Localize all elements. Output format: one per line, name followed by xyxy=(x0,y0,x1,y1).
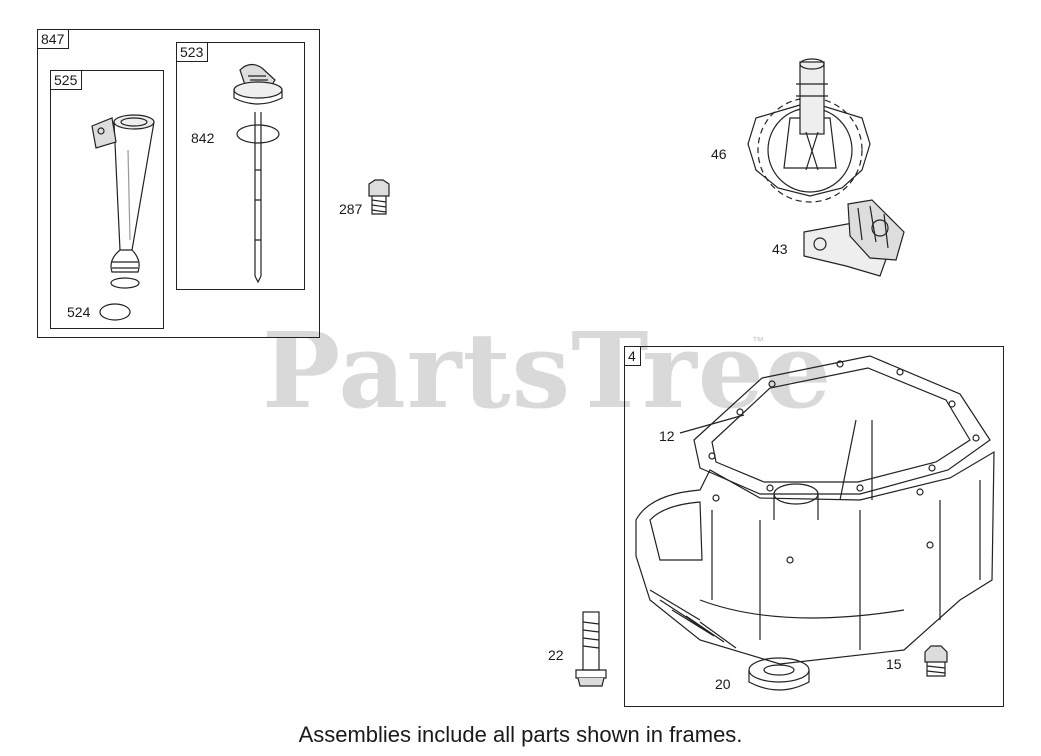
governor-assembly-part[interactable] xyxy=(803,199,905,277)
assembly-frame-525[interactable]: 525 xyxy=(50,70,164,329)
callout-524[interactable]: 524 xyxy=(67,304,91,320)
callout-46[interactable]: 46 xyxy=(711,146,727,162)
dipstick-tube-part[interactable] xyxy=(91,114,155,289)
callout-842[interactable]: 842 xyxy=(191,130,215,146)
assembly-frame-847[interactable]: 847 xyxy=(37,29,320,338)
oil-seal-20-part[interactable] xyxy=(748,657,810,691)
sump-cover-part[interactable] xyxy=(635,419,995,665)
bolt-287-part[interactable] xyxy=(368,179,390,215)
callout-22[interactable]: 22 xyxy=(548,647,564,663)
frame-label-4: 4 xyxy=(624,346,641,366)
leader-line-12 xyxy=(679,414,745,434)
gasket-12-part[interactable] xyxy=(693,355,991,495)
o-ring-842-part[interactable] xyxy=(236,124,280,144)
callout-12[interactable]: 12 xyxy=(659,428,675,444)
dipstick-cap-part[interactable] xyxy=(233,63,283,105)
assembly-frame-4[interactable]: 4 xyxy=(624,346,1004,707)
callout-15[interactable]: 15 xyxy=(886,656,902,672)
assembly-frame-523[interactable]: 523 xyxy=(176,42,305,290)
callout-20[interactable]: 20 xyxy=(715,676,731,692)
callout-43[interactable]: 43 xyxy=(772,241,788,257)
frame-label-847: 847 xyxy=(37,29,70,49)
o-ring-524-part[interactable] xyxy=(99,303,131,321)
drain-plug-15-part[interactable] xyxy=(924,645,948,677)
dipstick-blade-part[interactable] xyxy=(254,112,262,284)
watermark-trademark: ™ xyxy=(752,334,764,348)
bolt-22-part[interactable] xyxy=(575,611,607,687)
watermark-logo: PartsTree xyxy=(262,309,833,432)
frame-label-525: 525 xyxy=(50,70,83,90)
cam-gear-part[interactable] xyxy=(747,58,871,203)
callout-287[interactable]: 287 xyxy=(339,201,363,217)
frame-label-523: 523 xyxy=(176,42,209,62)
footer-note: Assemblies include all parts shown in fr… xyxy=(298,722,743,747)
